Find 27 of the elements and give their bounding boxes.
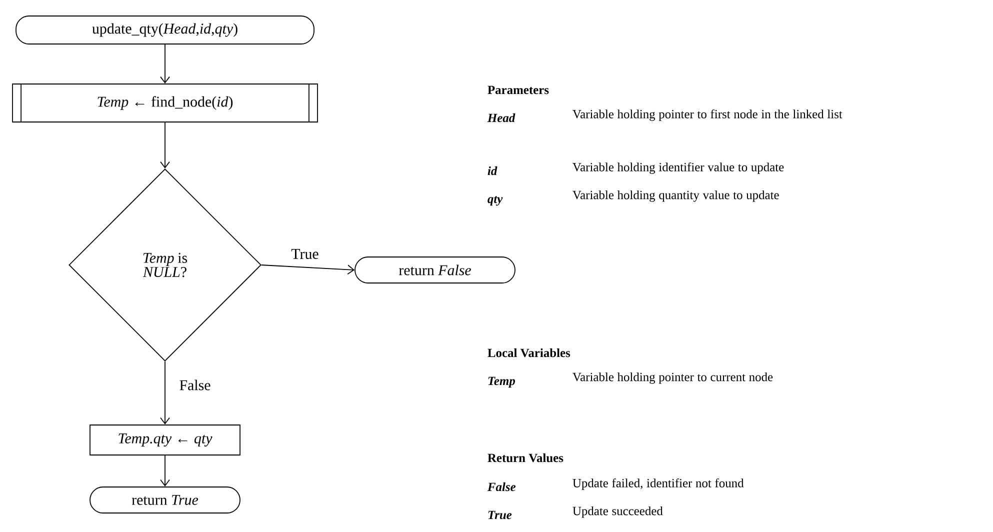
arrow [160, 455, 170, 487]
arrow [160, 44, 170, 84]
edge-label: False [178, 378, 212, 392]
parameter-name: True [488, 510, 512, 520]
subroutine-box: Temp ← find_node(id) [12, 83, 318, 123]
parameter-description: Update failed, identifier not found [572, 478, 744, 490]
process-box: Temp.qty ← qty [90, 424, 240, 456]
parameter-name: qty [488, 196, 503, 206]
parameter-description: Update succeeded [572, 506, 663, 518]
parameter-description: Variable holding quantity value to update [572, 190, 779, 202]
start-terminal: update_qty(Head,id,qty) [16, 16, 314, 44]
parameter-name: Head [487, 113, 516, 122]
parameter-description: Variable holding pointer to first node in the linked list [572, 109, 842, 121]
arrow [160, 122, 170, 169]
section-heading: Parameters [488, 86, 549, 94]
arrow [160, 361, 170, 425]
parameter-name: id [488, 166, 498, 176]
parameter-name: False [487, 482, 516, 492]
parameter-name: Temp [488, 376, 515, 388]
section-heading: Local Variables [488, 348, 570, 358]
end-terminal: return True [90, 486, 240, 514]
end-terminal: return False [354, 256, 516, 284]
parameter-description: Variable holding identifier value to update [572, 162, 784, 174]
arrow [261, 264, 355, 275]
edge-label: True [290, 248, 320, 260]
section-heading: Return Values [488, 453, 564, 462]
parameter-description: Variable holding pointer to current node [572, 372, 773, 384]
